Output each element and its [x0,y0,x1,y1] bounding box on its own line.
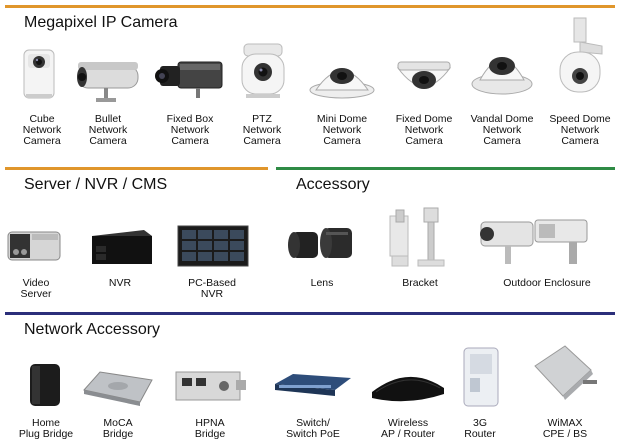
section-rule-network [5,312,615,315]
wimax-cpe-icon [525,340,605,410]
pc-nvr-icon [172,218,252,270]
product-label: Speed Dome Network Camera [549,113,611,147]
product-label: WiMAX CPE / BS [542,417,588,440]
section-rule-cameras [5,5,615,8]
product-label: Wireless AP / Router [380,417,436,440]
bracket-icon [380,202,460,272]
ptz-camera-icon [222,38,302,108]
lens-icon [282,218,362,270]
product-label: Outdoor Enclosure [503,277,591,289]
product-label: Fixed Dome Network Camera [395,113,453,147]
heading-network-accessory: Network Accessory [24,321,161,338]
moca-bridge-icon [78,354,158,410]
mini-dome-camera-icon [302,38,382,108]
wireless-router-icon [368,354,448,410]
product-label: Mini Dome Network Camera [316,113,368,147]
product-label: 3G Router [464,417,496,440]
product-label: Bullet Network Camera [88,113,128,147]
video-server-icon [0,218,76,270]
bullet-camera-icon [68,38,148,108]
plug-bridge-icon [6,354,86,410]
hpna-bridge-icon [170,354,250,410]
product-label: MoCA Bridge [102,417,134,440]
fixed-dome-camera-icon [384,38,464,108]
product-label: Fixed Box Network Camera [166,113,214,147]
outdoor-enclosure-icon [477,212,597,272]
section-rule-accessory [276,167,615,170]
heading-accessory: Accessory [296,176,370,193]
product-label: Lens [310,277,334,289]
product-label: Home Plug Bridge [18,417,74,440]
box-camera-icon [150,38,230,108]
nvr-icon [80,218,160,270]
product-label: Video Server [20,277,52,300]
product-label: Bracket [402,277,438,289]
product-label: PC-Based NVR [188,277,236,300]
3g-router-icon [440,346,520,410]
product-label: HPNA Bridge [194,417,226,440]
switch-icon [273,354,353,410]
product-label: Switch/ Switch PoE [286,417,340,440]
heading-megapixel-ip-camera: Megapixel IP Camera [24,14,178,31]
section-rule-server [5,167,268,170]
cube-camera-icon [2,38,82,108]
speed-dome-camera-icon [540,14,620,108]
product-label: Cube Network Camera [22,113,62,147]
product-label: Vandal Dome Network Camera [470,113,534,147]
product-label: PTZ Network Camera [242,113,282,147]
product-label: NVR [108,277,132,289]
heading-server-nvr-cms: Server / NVR / CMS [24,176,168,193]
vandal-dome-camera-icon [462,38,542,108]
